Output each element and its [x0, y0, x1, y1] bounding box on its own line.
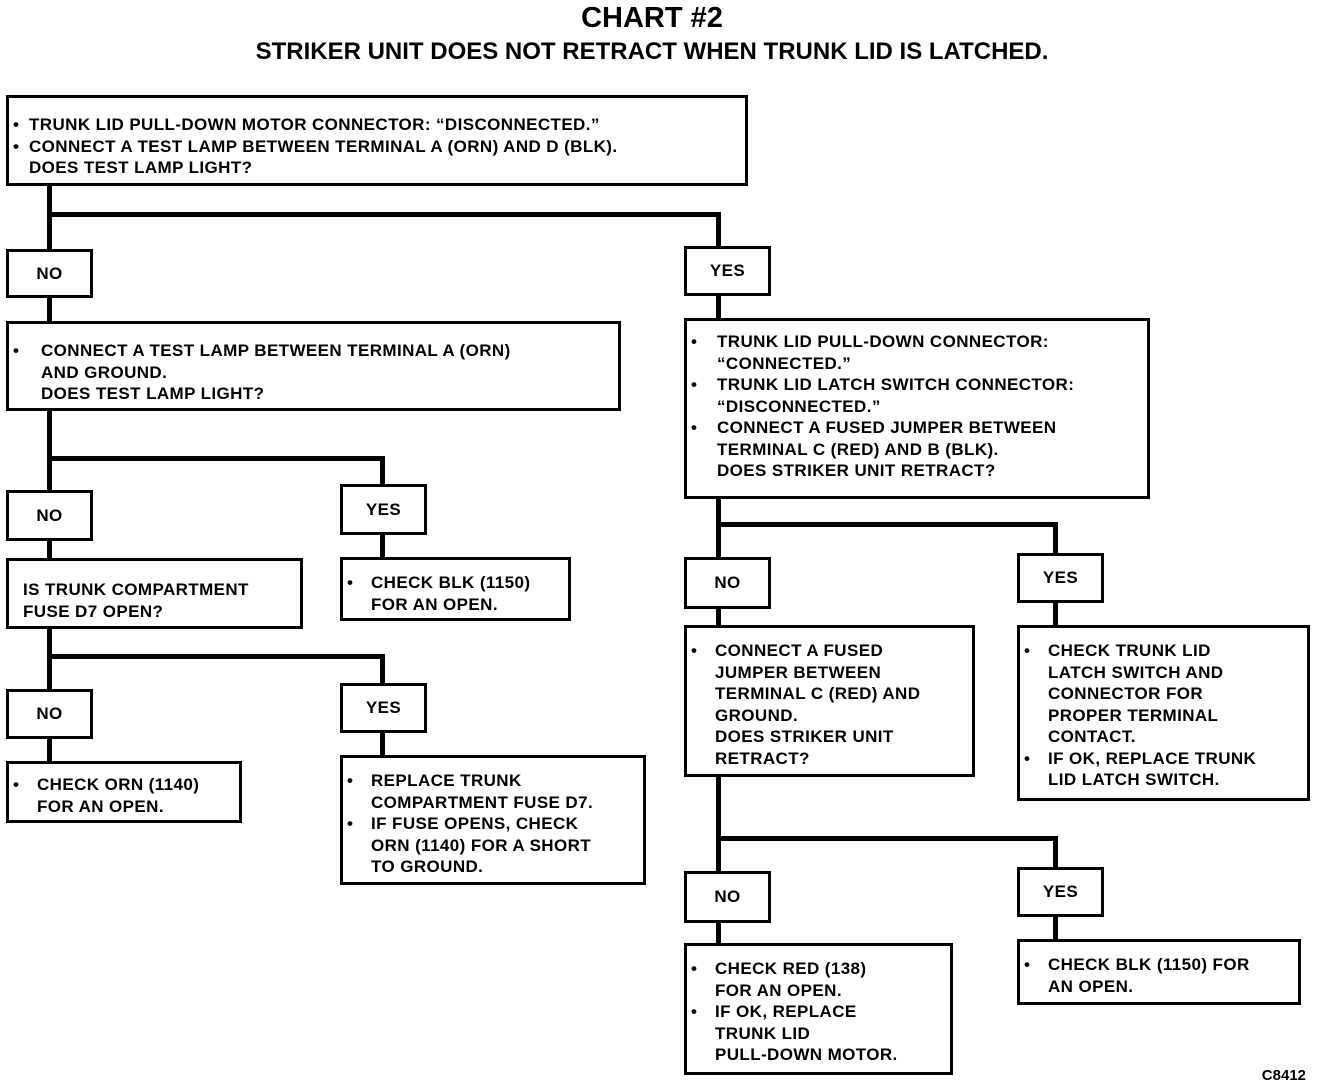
step-text: IF OK, REPLACE TRUNK	[1020, 748, 1307, 770]
step-text: CONNECT A TEST LAMP BETWEEN TERMINAL A (…	[9, 340, 618, 362]
step-text: AN OPEN.	[1048, 976, 1134, 996]
connector-line	[716, 774, 721, 874]
connector-line	[1053, 914, 1058, 942]
connector-line	[716, 496, 721, 560]
step-text: ORN (1140) FOR A SHORT	[371, 835, 592, 855]
step-text: DOES TEST LAMP LIGHT?	[41, 384, 265, 403]
check-red-box: CHECK RED (138) FOR AN OPEN. IF OK, REPL…	[684, 943, 953, 1075]
check-blk-box: CHECK BLK (1150) FOR AN OPEN.	[1017, 939, 1301, 1005]
step-text: TRUNK LID	[715, 1023, 811, 1043]
fuse-question-box: IS TRUNK COMPARTMENT FUSE D7 OPEN?	[6, 558, 303, 629]
check-blk-box: CHECK BLK (1150) FOR AN OPEN.	[340, 557, 571, 621]
connector-line	[47, 654, 385, 659]
step-text: IF OK, REPLACE	[687, 1001, 950, 1023]
step-text: DOES TEST LAMP LIGHT?	[29, 158, 253, 177]
step-text: JUMPER BETWEEN	[715, 662, 882, 682]
yes-label: YES	[340, 683, 427, 733]
connector-line	[716, 293, 721, 321]
connector-line	[1053, 836, 1058, 870]
yes-label: YES	[684, 246, 771, 296]
step-text: COMPARTMENT FUSE D7.	[371, 792, 594, 812]
test-ground-box: CONNECT A TEST LAMP BETWEEN TERMINAL A (…	[6, 321, 621, 411]
step-text: “DISCONNECTED.”	[717, 396, 881, 416]
connector-line	[1053, 600, 1058, 628]
step-text: CHECK ORN (1140)	[9, 774, 239, 796]
connector-line	[380, 654, 385, 684]
connector-line	[380, 730, 385, 758]
jumper-test-box: TRUNK LID PULL-DOWN CONNECTOR: “CONNECTE…	[684, 318, 1150, 499]
yes-label: YES	[1017, 553, 1104, 603]
connector-line	[47, 626, 52, 692]
step-text: REPLACE TRUNK	[343, 770, 643, 792]
no-label: NO	[6, 490, 93, 541]
replace-fuse-box: REPLACE TRUNK COMPARTMENT FUSE D7. IF FU…	[340, 755, 646, 885]
connector-line	[716, 522, 1058, 527]
step-text: TERMINAL C (RED) AND	[715, 684, 921, 703]
start-step-box: TRUNK LID PULL-DOWN MOTOR CONNECTOR: “DI…	[6, 95, 748, 186]
connector-line	[47, 736, 52, 764]
no-label: NO	[6, 249, 93, 298]
step-text: IF FUSE OPENS, CHECK	[343, 813, 643, 835]
step-text: GROUND.	[715, 705, 799, 725]
step-text: CHECK BLK (1150)	[343, 572, 568, 594]
step-text: CONNECT A TEST LAMP BETWEEN TERMINAL A (…	[9, 136, 745, 158]
connector-line	[716, 836, 1058, 841]
step-text: CHECK RED (138)	[687, 958, 950, 980]
step-text: LID LATCH SWITCH.	[1048, 770, 1220, 789]
no-label: NO	[6, 689, 93, 739]
step-text: CHECK TRUNK LID	[1020, 640, 1307, 662]
ground-jumper-box: CONNECT A FUSED JUMPER BETWEEN TERMINAL …	[684, 625, 975, 777]
step-text: DOES STRIKER UNIT	[715, 727, 894, 746]
connector-line	[47, 538, 52, 560]
step-text: DOES STRIKER UNIT RETRACT?	[717, 461, 996, 480]
step-text: FOR AN OPEN.	[37, 796, 164, 816]
connector-line	[47, 456, 385, 461]
step-text: FOR AN OPEN.	[371, 594, 498, 614]
step-text: AND GROUND.	[41, 362, 168, 382]
yes-label: YES	[1017, 867, 1104, 917]
step-text: TRUNK LID LATCH SWITCH CONNECTOR:	[687, 374, 1147, 396]
connector-line	[47, 212, 721, 217]
step-text: CONNECT A FUSED	[687, 640, 972, 662]
no-label: NO	[684, 557, 771, 609]
step-text: PROPER TERMINAL	[1048, 705, 1219, 725]
connector-line	[1053, 522, 1058, 556]
step-text: TO GROUND.	[371, 857, 484, 876]
connector-line	[716, 606, 721, 628]
connector-line	[716, 212, 721, 248]
step-text: PULL-DOWN MOTOR.	[715, 1045, 898, 1064]
connector-line	[380, 532, 385, 560]
connector-line	[380, 456, 385, 488]
step-text: FOR AN OPEN.	[715, 980, 842, 1000]
connector-line	[47, 184, 52, 254]
step-text: TERMINAL C (RED) AND B (BLK).	[717, 439, 999, 459]
connector-line	[47, 295, 52, 323]
chart-subtitle: STRIKER UNIT DOES NOT RETRACT WHEN TRUNK…	[255, 38, 1049, 65]
connector-line	[716, 920, 721, 946]
no-label: NO	[684, 871, 771, 923]
figure-code: C8412	[1261, 1067, 1306, 1084]
yes-label: YES	[340, 484, 427, 535]
step-text: CHECK BLK (1150) FOR	[1020, 954, 1298, 976]
step-text: CONTACT.	[1048, 727, 1136, 746]
step-text: CONNECT A FUSED JUMPER BETWEEN	[687, 417, 1147, 439]
connector-line	[47, 408, 52, 493]
latch-switch-box: CHECK TRUNK LID LATCH SWITCH AND CONNECT…	[1017, 625, 1310, 801]
check-orn-box: CHECK ORN (1140) FOR AN OPEN.	[6, 761, 242, 823]
chart-title: CHART #2	[581, 2, 723, 34]
step-text: FUSE D7 OPEN?	[23, 601, 164, 621]
step-text: “CONNECTED.”	[717, 353, 852, 373]
step-text: IS TRUNK COMPARTMENT	[23, 580, 249, 599]
step-text: LATCH SWITCH AND	[1048, 662, 1224, 682]
step-text: TRUNK LID PULL-DOWN MOTOR CONNECTOR: “DI…	[9, 114, 745, 136]
step-text: TRUNK LID PULL-DOWN CONNECTOR:	[687, 331, 1147, 353]
step-text: CONNECTOR FOR	[1048, 684, 1204, 703]
step-text: RETRACT?	[715, 748, 810, 768]
